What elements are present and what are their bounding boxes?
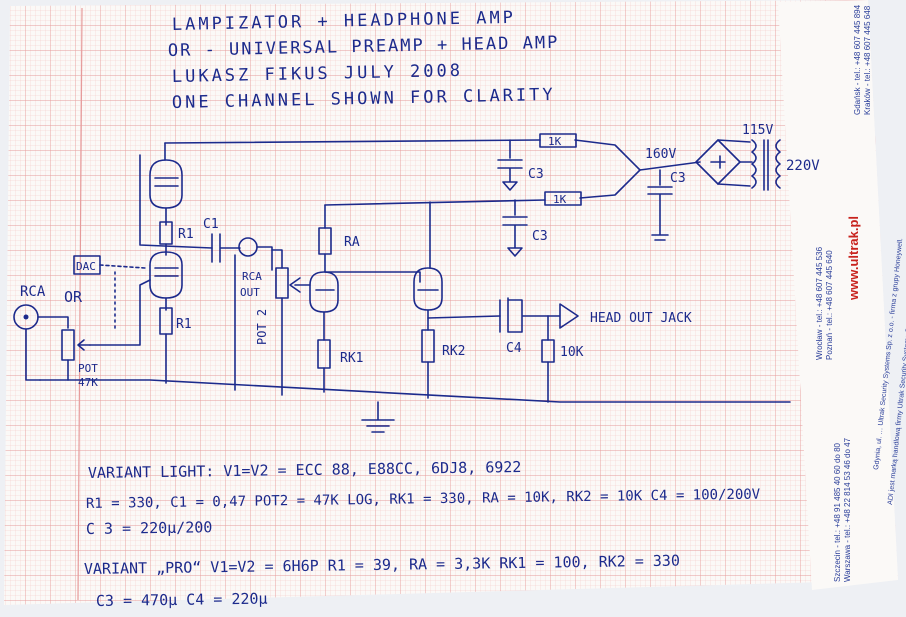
label-ra: RA [344, 235, 360, 250]
resistor-1k-upper [539, 133, 577, 148]
label-10k: 10K [560, 345, 584, 360]
ground-rail [39, 379, 791, 403]
label-220v: 220V [786, 158, 820, 174]
resistor-1k-lower [544, 191, 582, 206]
label-r1-lower: R1 [176, 317, 192, 332]
label-160v: 160V [645, 147, 676, 162]
label-c3-upper: C3 [528, 167, 544, 182]
phone-top-2: Kraków - tel.: +48 607 445 648 [863, 5, 872, 115]
phone-mid-1: Wrocław - tel.: +48 607 445 536 [815, 246, 824, 360]
label-1k-lower: 1K [553, 193, 567, 206]
printed-side-strip [778, 0, 898, 590]
label-1k-upper: 1K [548, 135, 562, 148]
label-or: OR [64, 288, 83, 306]
label-head-out: HEAD OUT JACK [590, 311, 692, 326]
phone-mid-2: Poznań - tel.: +48 607 445 640 [825, 250, 834, 360]
label-rk1: RK1 [340, 351, 363, 366]
label-c3-supply: C3 [670, 171, 686, 186]
capacitor-c1 [211, 233, 241, 263]
note-pro-caps: C3 = 470µ C4 = 220µ [96, 590, 268, 610]
label-115v: 115V [742, 123, 773, 138]
capacitor-c3-lower [502, 216, 528, 257]
schematic: R1 R1 C1 RCA OUT POT 2 RA RK1 [13, 123, 820, 433]
capacitor-c4 [499, 297, 549, 333]
label-pot-value: 47K [78, 376, 98, 389]
label-c1: C1 [203, 217, 219, 232]
ground-symbol [361, 401, 395, 433]
label-r1-upper: R1 [178, 227, 194, 242]
label-pot2: POT 2 [255, 309, 269, 345]
tube-v2-left [309, 271, 339, 313]
note-c3-light: C 3 = 220µ/200 [86, 518, 213, 538]
label-dac: DAC [76, 260, 96, 273]
brand-url: www.ultrak.pl [846, 216, 861, 301]
label-c3-lower: C3 [532, 229, 548, 244]
bplus-rail-lower [324, 169, 641, 206]
capacitor-c3-supply [647, 186, 673, 241]
label-rca-out: RCA [242, 270, 262, 283]
tube-v1-upper [149, 159, 183, 209]
tube-v1-lower [149, 251, 183, 299]
label-rk2: RK2 [442, 344, 465, 359]
label-rca-in: RCA [20, 284, 46, 300]
label-pot: POT [78, 362, 98, 375]
label-c4: C4 [506, 341, 522, 356]
label-rca-out-sub: OUT [240, 286, 260, 299]
capacitor-c3-upper [497, 159, 523, 191]
bplus-rail-upper [164, 139, 701, 171]
head-out-jack-symbol [547, 303, 579, 329]
phone-low-2: Warszawa - tel.: +48 22 814 53 46 do 47 [843, 437, 852, 582]
transformer [751, 139, 781, 191]
phone-low-1: Szczecin - tel.: +48 91 485 40 60 do 80 [833, 442, 842, 582]
phone-top-1: Gdańsk - tel.: +48 607 445 894 [853, 4, 862, 115]
tube-v2-right [413, 267, 443, 311]
